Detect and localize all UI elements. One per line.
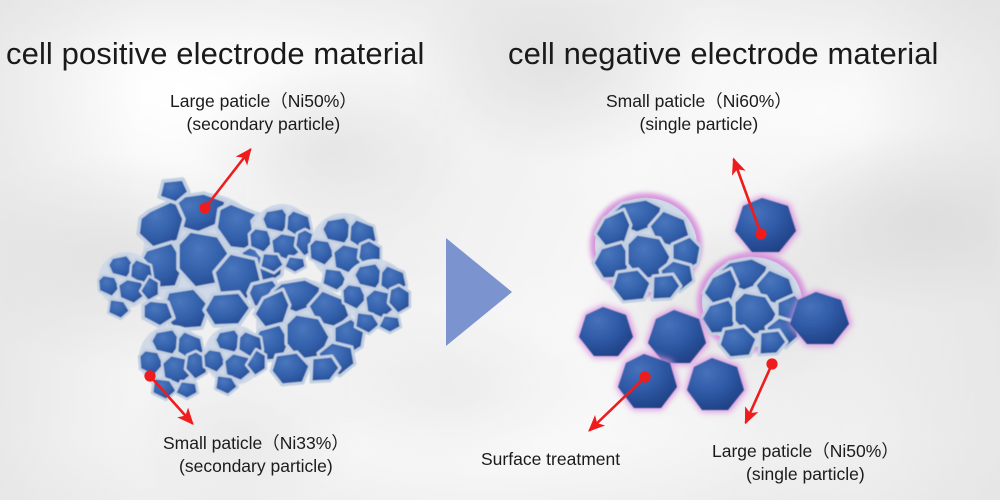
label-surface-treatment: Surface treatment <box>481 448 620 471</box>
left-particle-cluster <box>96 177 412 402</box>
secondary-particle-small-g <box>137 325 209 402</box>
callout-arrows <box>144 147 778 432</box>
callout-left-bottom <box>144 370 194 425</box>
secondary-particle-small-f <box>340 259 412 336</box>
label-right-top-line2: (single particle) <box>639 114 759 135</box>
label-left-top-line1: Large paticle（Ni50%） <box>170 91 357 111</box>
callout-right-bottom <box>744 358 778 425</box>
coated-secondary-particle-b <box>697 252 807 360</box>
right-title: cell negative electrode material <box>508 36 939 71</box>
label-left-top-line2: (secondary particle) <box>186 114 341 135</box>
transition-arrow-triangle <box>446 238 512 346</box>
single-particle-1 <box>734 196 799 254</box>
secondary-particle-small-h <box>201 325 268 397</box>
secondary-particle-medium-e <box>249 277 367 387</box>
label-right-top-line1: Small paticle（Ni60%） <box>606 91 792 111</box>
callout-surface-treatment <box>588 371 651 432</box>
label-left-bottom-line1: Small paticle（Ni33%） <box>163 433 349 453</box>
label-right-bottom-line2: (single particle) <box>746 464 865 485</box>
label-left-top: Large paticle（Ni50%） (secondary particle… <box>170 90 357 136</box>
right-particle-cluster <box>577 193 852 412</box>
single-particle-4 <box>646 308 709 365</box>
label-left-bottom-line2: (secondary particle) <box>179 456 333 477</box>
single-particle-2 <box>789 290 852 346</box>
label-right-bottom: Large paticle（Ni50%） (single particle) <box>712 440 899 486</box>
secondary-particle-small-b <box>247 204 318 275</box>
single-particle-3 <box>577 305 636 358</box>
label-left-bottom: Small paticle（Ni33%） (secondary particle… <box>163 432 349 478</box>
coated-secondary-particle-a <box>590 193 703 304</box>
secondary-particle-small-d <box>96 252 161 321</box>
callout-left-top <box>199 147 252 214</box>
label-right-bottom-line1: Large paticle（Ni50%） <box>712 441 899 461</box>
left-title: cell positive electrode material <box>6 36 425 71</box>
callout-right-top <box>731 157 767 240</box>
single-particles-group <box>577 196 852 412</box>
label-surface-treatment-line1: Surface treatment <box>481 449 621 469</box>
label-right-top: Small paticle（Ni60%） (single particle) <box>606 90 792 136</box>
single-particle-6 <box>685 356 747 412</box>
